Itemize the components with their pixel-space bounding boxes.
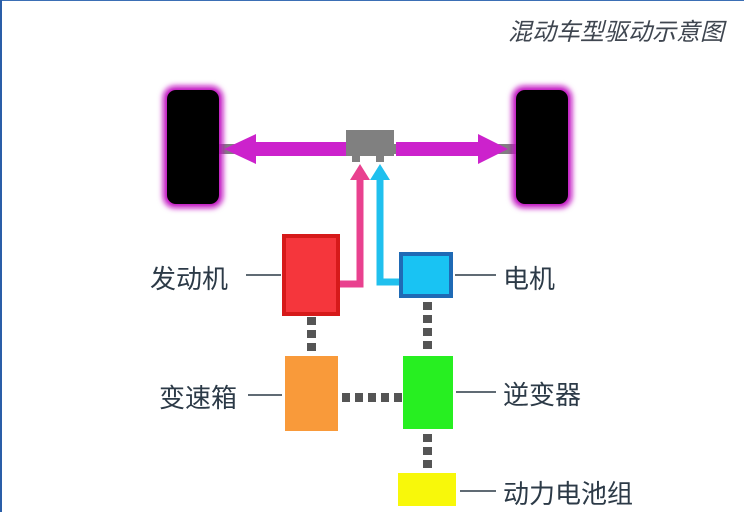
engine-box (282, 234, 340, 316)
differential-box (346, 130, 394, 162)
left-drive-arrow (224, 134, 348, 164)
engine-label: 发动机 (150, 265, 229, 295)
frame-left-border (0, 0, 2, 512)
engine-power-link (338, 164, 370, 288)
frame-top-border (0, 0, 744, 1)
right-drive-arrow (396, 134, 508, 164)
gearbox-box (285, 356, 338, 431)
gearbox-label: 变速箱 (159, 384, 238, 414)
motor-label: 电机 (503, 265, 556, 295)
left-wheel (163, 86, 223, 208)
right-wheel (512, 86, 572, 208)
motor-power-link (370, 164, 400, 286)
inverter-box (403, 356, 453, 429)
inverter-label: 逆变器 (503, 381, 582, 411)
battery-box (398, 473, 456, 506)
leader-lines (246, 274, 496, 492)
connector-dots (307, 302, 432, 468)
diagram-title: 混动车型驱动示意图 (508, 18, 724, 46)
motor-box (399, 252, 453, 298)
battery-label: 动力电池组 (503, 480, 634, 510)
